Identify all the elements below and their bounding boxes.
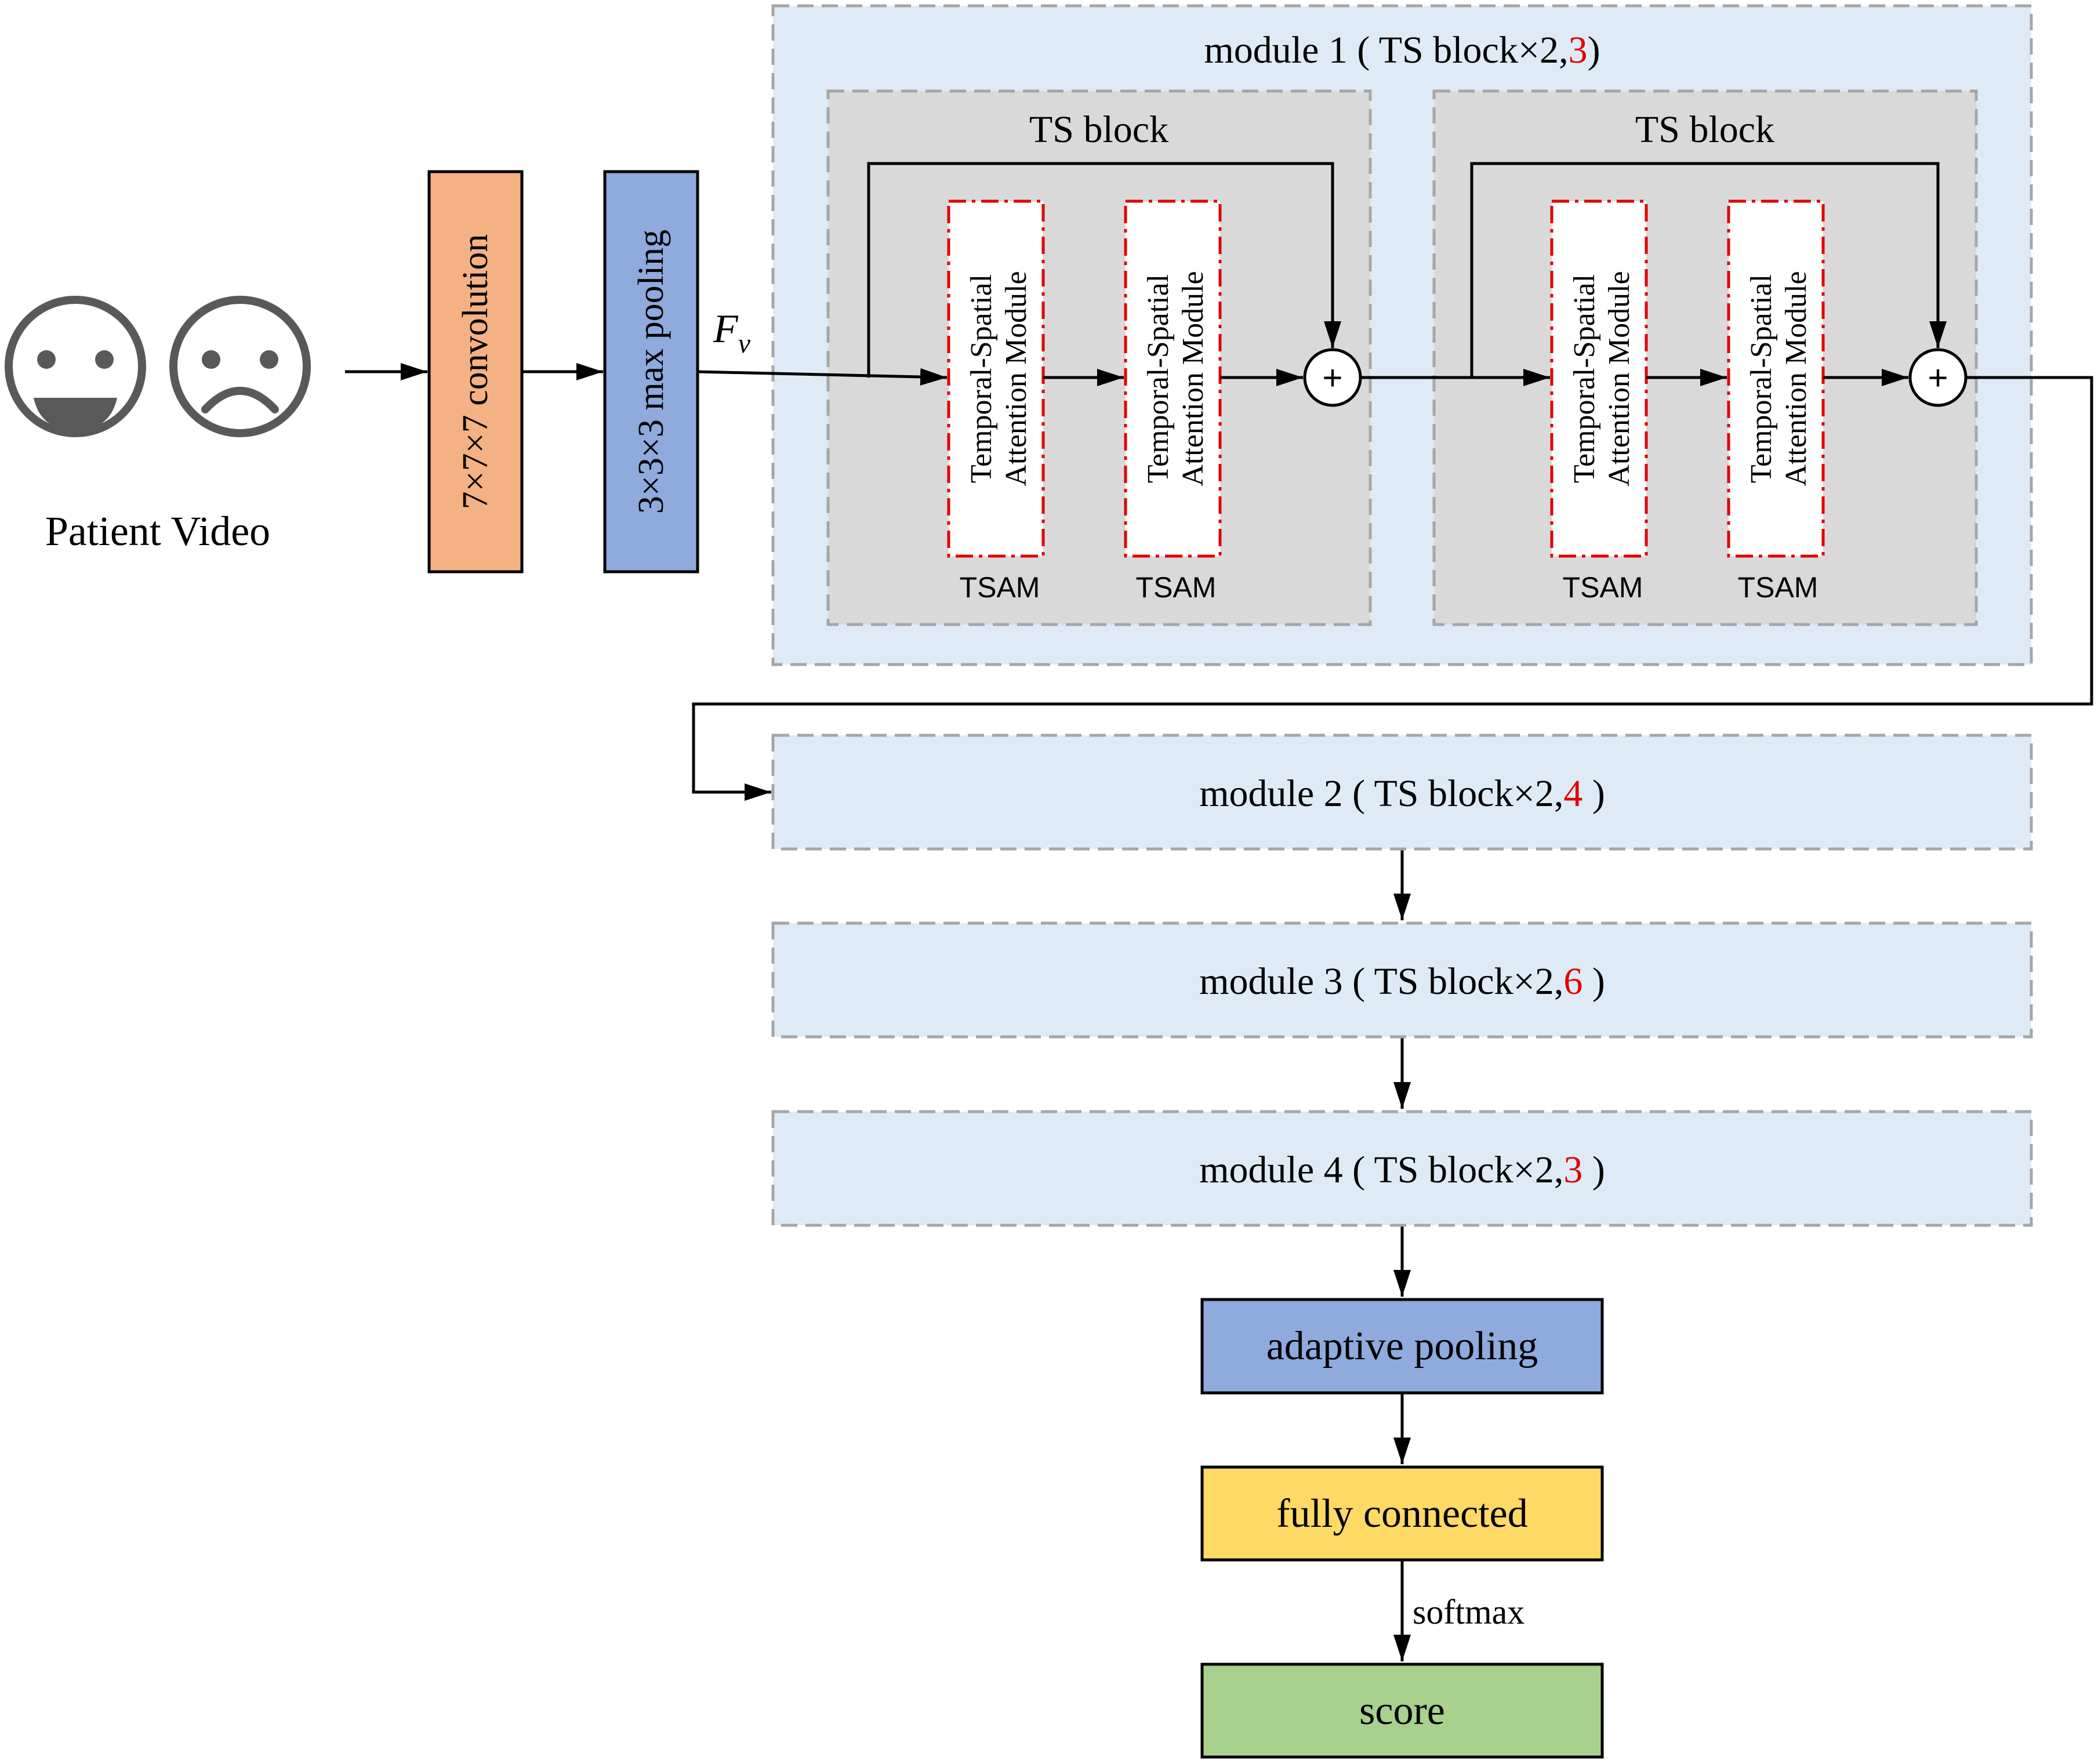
convolution-label: 7×7×7 convolution: [456, 234, 495, 510]
module-4-title: module 4 ( TS block×2,3 ): [1199, 1149, 1605, 1191]
score-block: [1200, 1663, 1604, 1759]
sum-node-1-symbol: +: [1322, 358, 1342, 397]
ts-block-2: [1432, 89, 1978, 626]
module-2-container: [771, 734, 2033, 851]
module-2-title: module 2 ( TS block×2,4 ): [1199, 772, 1605, 815]
tsam-4-text: Temporal-SpatialAttention Module: [1745, 271, 1813, 486]
module-4-container: [771, 1110, 2033, 1227]
module-1-title: module 1 ( TS block×2,3): [1204, 29, 1600, 71]
tsam-2-text: Temporal-SpatialAttention Module: [1142, 271, 1210, 486]
fully-connected-label: fully connected: [1276, 1491, 1527, 1536]
tsam-3-text: Temporal-SpatialAttention Module: [1568, 271, 1636, 486]
adaptive-pooling-label: adaptive pooling: [1266, 1324, 1538, 1369]
ts-block-1-title: TS block: [1029, 108, 1168, 151]
sad-face-icon: [169, 296, 311, 437]
tsam-1-caption: TSAM: [960, 571, 1040, 604]
fully-connected-block: [1200, 1465, 1604, 1562]
module-3-container: [771, 921, 2033, 1039]
tsam-3-caption: TSAM: [1563, 571, 1643, 604]
arrow-module-1-to-module-2: [692, 376, 2093, 801]
tsam-box-4: [1727, 199, 1825, 558]
tsam-4-caption: TSAM: [1738, 571, 1818, 604]
connectors: [345, 162, 2093, 1661]
skip-connection-2: [1470, 162, 1947, 378]
module-3-title: module 3 ( TS block×2,6 ): [1199, 960, 1605, 1003]
feature-symbol: Fv: [713, 307, 751, 359]
max-pooling-block: [603, 170, 699, 574]
softmax-label: softmax: [1413, 1593, 1525, 1631]
arrow-pool-to-tsam-1: [697, 368, 948, 386]
sum-node-2-symbol: +: [1928, 358, 1948, 397]
ts-block-1: [826, 89, 1372, 626]
input-label: Patient Video: [45, 508, 270, 554]
tsam-box-2: [1124, 199, 1222, 558]
tsam-1-text: Temporal-SpatialAttention Module: [965, 271, 1033, 486]
tsam-2-caption: TSAM: [1136, 571, 1217, 604]
convolution-block: [427, 170, 524, 574]
tsam-box-1: [947, 199, 1045, 558]
happy-face-icon: [5, 296, 146, 437]
score-label: score: [1359, 1689, 1445, 1733]
ts-block-2-title: TS block: [1635, 108, 1774, 151]
max-pooling-label: 3×3×3 max pooling: [631, 230, 671, 514]
skip-connection-1: [867, 162, 1341, 378]
adaptive-pooling-block: [1200, 1298, 1604, 1395]
